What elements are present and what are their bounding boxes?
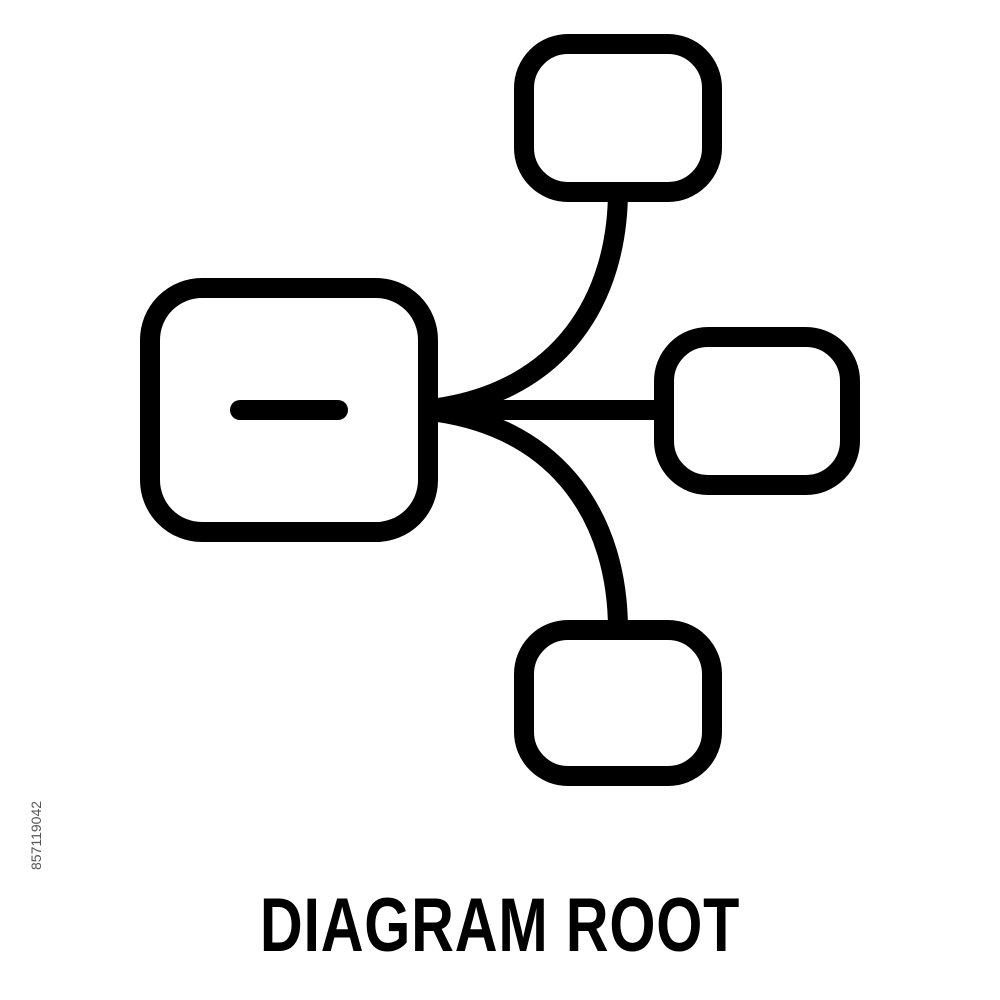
root-node bbox=[140, 278, 438, 542]
connector-bottom bbox=[436, 402, 628, 631]
child-node-bottom bbox=[514, 620, 722, 786]
child-node-middle bbox=[654, 327, 860, 495]
child-node-top bbox=[514, 34, 722, 202]
stock-id: 857119042 bbox=[28, 800, 44, 870]
connector-top bbox=[436, 189, 628, 418]
icon-caption: DIAGRAM ROOT bbox=[259, 883, 741, 968]
